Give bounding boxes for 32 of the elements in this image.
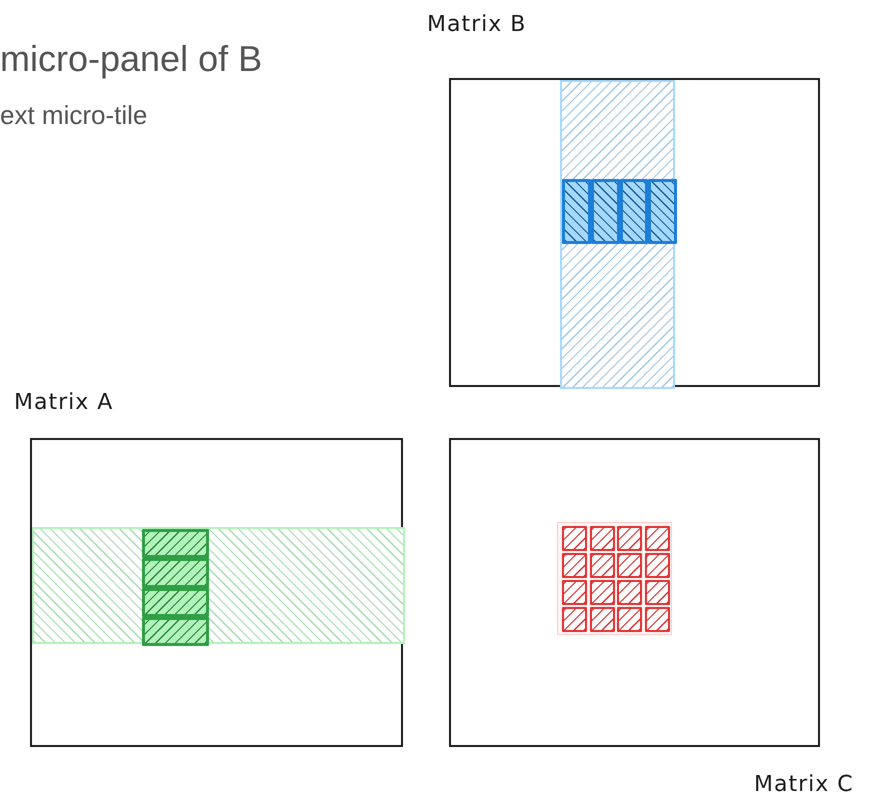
micro-tile [142, 529, 209, 558]
panel-band [32, 527, 405, 644]
matrix-label: Matrix B [427, 12, 526, 37]
heading: micro-panel of B [0, 38, 262, 80]
micro-tile [142, 616, 209, 646]
micro-tile [617, 580, 642, 605]
micro-tile [562, 526, 587, 551]
matrix-label: Matrix A [14, 390, 114, 415]
micro-tile [590, 607, 614, 632]
matrix-label: Matrix C [754, 772, 854, 797]
micro-tile [644, 607, 670, 632]
tile-block [557, 522, 672, 635]
micro-tile [617, 607, 642, 632]
subheading: ext micro-tile [0, 100, 148, 131]
micro-tile [590, 179, 620, 244]
micro-tile [620, 179, 648, 244]
micro-tile [644, 580, 670, 605]
panel-band [560, 80, 675, 389]
micro-tile [648, 179, 677, 244]
micro-tile [590, 580, 614, 605]
micro-tile [562, 580, 587, 605]
micro-tile [644, 553, 670, 578]
micro-tile [590, 553, 614, 578]
micro-tile [562, 607, 587, 632]
micro-tile [617, 526, 642, 551]
micro-tile [562, 553, 587, 578]
micro-tile [142, 558, 209, 588]
micro-tile [644, 526, 670, 551]
micro-tile [562, 179, 591, 244]
micro-tile [590, 526, 614, 551]
micro-tile [617, 553, 642, 578]
micro-tile [142, 588, 209, 617]
